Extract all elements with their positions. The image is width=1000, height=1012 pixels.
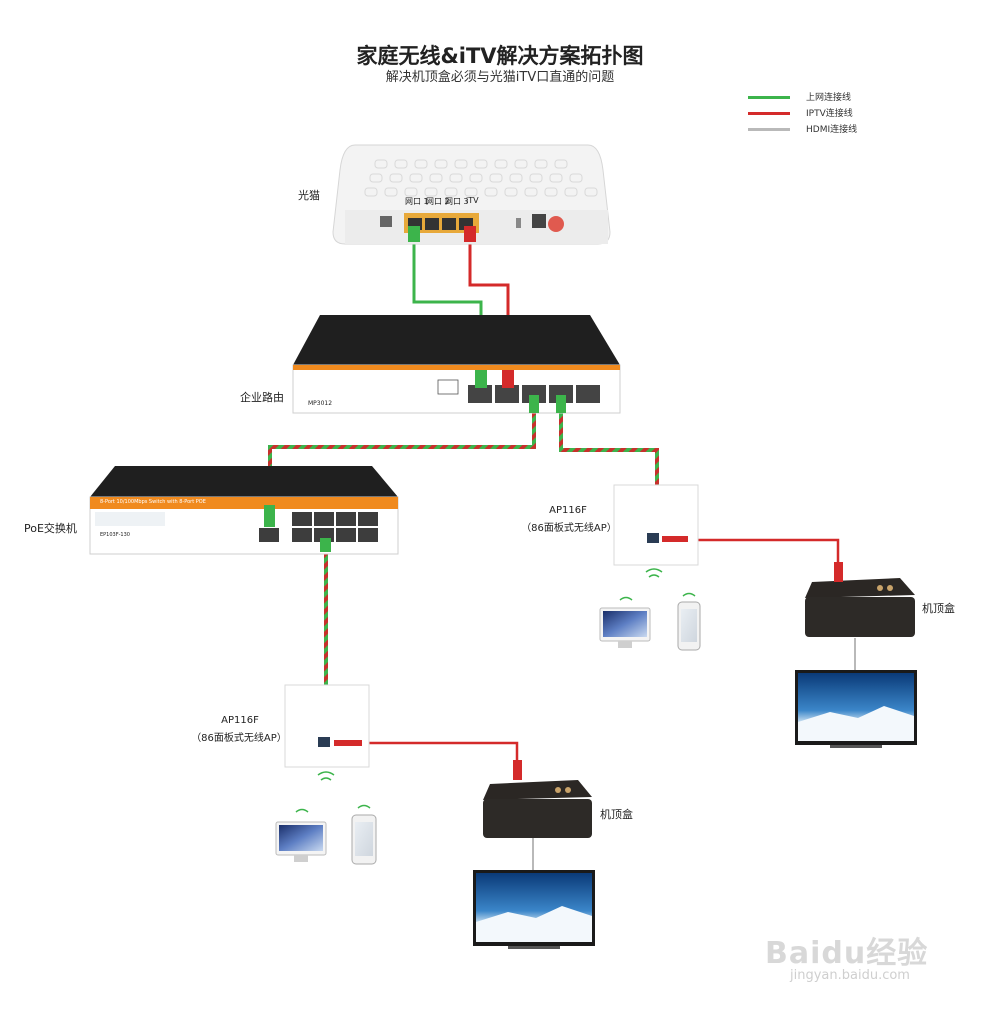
stb-right-device — [805, 562, 915, 637]
ap-right-device — [613, 484, 699, 578]
ap-right-model: AP116F — [549, 505, 587, 516]
stb-left-label: 机顶盒 — [600, 808, 633, 821]
stb-left-device — [483, 760, 592, 838]
imac-left — [275, 808, 327, 862]
modem-port-2-label: 网口 2 — [426, 197, 450, 206]
poe-switch-label: PoE交换机 — [24, 522, 77, 535]
ap-left-device — [284, 684, 370, 781]
diagram-title: 家庭无线&iTV解决方案拓扑图 — [356, 44, 644, 68]
ap-left-model: AP116F — [221, 715, 259, 726]
imac-right — [599, 596, 651, 648]
iphone-right — [677, 592, 701, 651]
legend-label: 上网连接线 — [806, 93, 852, 103]
ap-right-desc: （86面板式无线AP） — [521, 523, 617, 534]
poe-switch-device — [89, 466, 399, 555]
stb-right-label: 机顶盒 — [922, 602, 955, 615]
router-model: MP3012 — [308, 400, 333, 407]
tv-right-device — [795, 670, 917, 748]
cable-iptv-ap-stb-right — [688, 538, 840, 580]
poe-switch-banner: 8-Port 10/100Mbps Switch with 8-Port POE — [100, 499, 206, 505]
watermark-brand: Baidu经验 — [765, 936, 929, 971]
tv-left-device — [473, 870, 595, 949]
poe-switch-model: EP103F-130 — [100, 532, 130, 538]
legend-swatch-red — [748, 112, 790, 115]
watermark-url: jingyan.baidu.com — [790, 968, 910, 983]
router-device — [292, 315, 621, 414]
modem-port-1-label: 网口 1 — [405, 197, 429, 206]
legend-label: HDMI连接线 — [806, 125, 858, 135]
modem-itv-label: iTV — [466, 196, 479, 205]
modem-device — [332, 144, 611, 245]
cable-iptv-ap-stb-left — [366, 741, 519, 778]
cable-router-ap-right — [559, 410, 659, 485]
legend-swatch-gray — [748, 128, 790, 131]
ap-left-desc: （86面板式无线AP） — [191, 733, 287, 744]
router-label: 企业路由 — [240, 391, 284, 404]
diagram-subtitle: 解决机顶盒必须与光猫iTV口直通的问题 — [385, 70, 615, 85]
modem-port-3-label: 网口 3 — [445, 197, 469, 206]
iphone-left — [351, 804, 377, 865]
legend-swatch-green — [748, 96, 790, 99]
legend-label: IPTV连接线 — [806, 109, 853, 119]
modem-label: 光猫 — [298, 189, 320, 202]
